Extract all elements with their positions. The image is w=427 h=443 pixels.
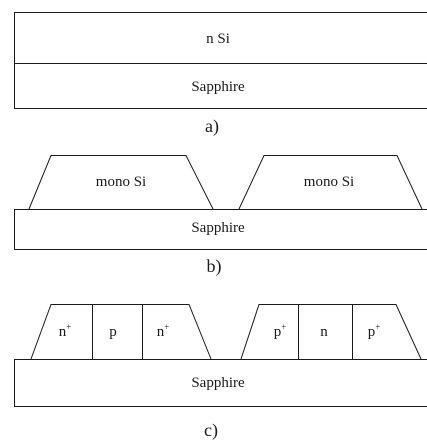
panel-a-n-si-label: n Si — [206, 31, 230, 47]
panel-b-sapphire-label: Sapphire — [191, 220, 245, 236]
panel-a: n Si Sapphire a) — [14, 12, 427, 137]
panel-b-island-right — [238, 155, 423, 210]
panel-c-cell-n-plus-left-2: n+ — [157, 322, 170, 340]
panel-b-island-right-label: mono Si — [304, 174, 354, 190]
panel-c-cell-n-right: n — [320, 324, 328, 340]
panel-c-island-left — [30, 304, 212, 360]
panel-c-cell-n-plus-left-1: n+ — [59, 322, 72, 340]
panel-c: n+ p n+ p+ n p+ Sapphire c) — [14, 304, 427, 441]
panel-b-island-left-label: mono Si — [96, 174, 146, 190]
panel-c-cell-p-plus-right-1: p+ — [274, 322, 287, 340]
panel-c-caption: c) — [204, 420, 218, 441]
panel-c-cell-p-left: p — [109, 324, 117, 340]
panel-a-sapphire-label: Sapphire — [191, 79, 245, 95]
panel-c-sapphire-label: Sapphire — [191, 375, 245, 391]
panel-a-caption: a) — [205, 116, 219, 137]
panel-c-cell-p-plus-right-2: p+ — [368, 322, 381, 340]
panel-b-island-left — [28, 155, 214, 210]
panel-c-island-right — [240, 304, 422, 360]
panel-b-caption: b) — [207, 256, 222, 277]
panel-b: mono Si mono Si Sapphire b) — [14, 155, 427, 277]
